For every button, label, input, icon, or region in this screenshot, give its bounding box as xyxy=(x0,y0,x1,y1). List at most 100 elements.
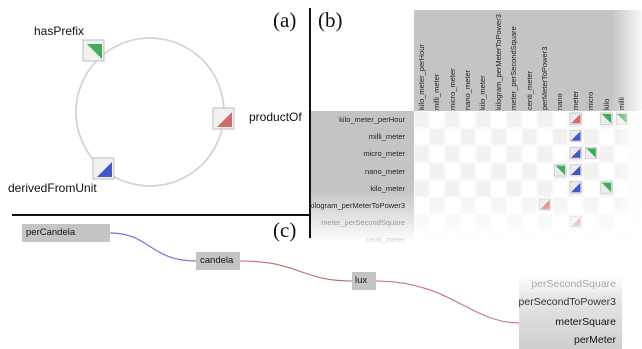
matrix-cell xyxy=(522,129,537,145)
matrix-cell xyxy=(476,129,490,145)
matrix-cell xyxy=(492,112,506,128)
matrix-cell xyxy=(522,146,537,162)
row-label: milli_meter xyxy=(368,132,405,142)
panel-a: hasPrefix productOf derivedFromUnit xyxy=(0,0,308,213)
relation-mark-hasprefix xyxy=(554,164,567,177)
column-label: meter_perSecondSquare xyxy=(509,26,519,110)
column-label: perMeterToPower3 xyxy=(539,46,549,110)
matrix-cell xyxy=(461,163,475,179)
column-label: milli_meter xyxy=(432,73,442,110)
row-label: micro_meter xyxy=(363,149,405,159)
matrix-cell xyxy=(522,163,537,179)
stack-item[interactable]: perSecondSquare xyxy=(531,278,616,290)
matrix-cell xyxy=(461,129,475,145)
horizontal-divider xyxy=(12,214,310,216)
panel-a-label: (a) xyxy=(273,8,297,32)
matrix-cell xyxy=(538,146,552,162)
matrix-cell xyxy=(507,163,521,179)
row-label: centi_meter xyxy=(365,235,405,245)
matrix-cell xyxy=(445,163,460,179)
matrix-cell xyxy=(538,112,552,128)
matrix-cell xyxy=(507,129,521,145)
result-stack: perSecondSquare perSecondToPower3 meterS… xyxy=(519,276,622,349)
matrix-cell xyxy=(445,129,460,145)
relation-mark-productof xyxy=(569,112,582,125)
column-label: kilo_meter xyxy=(478,75,488,110)
matrix-cell xyxy=(476,163,490,179)
column-label: nano xyxy=(555,93,565,110)
matrix-cell xyxy=(415,129,429,145)
column-label: kilo_meter_perHour xyxy=(416,44,426,110)
column-label: kilogram_perMeterToPower3 xyxy=(493,14,503,110)
panel-b: kilo_meter_perHour milli_meter micro_met… xyxy=(309,0,642,244)
matrix-cell xyxy=(507,112,521,128)
matrix-cell xyxy=(492,146,506,162)
matrix-cell xyxy=(476,146,490,162)
row-label: meter_perSecondSquare xyxy=(321,218,405,228)
vertical-divider xyxy=(309,8,311,238)
matrix-cell xyxy=(584,163,598,179)
bottom-fade xyxy=(311,190,642,240)
matrix-cell xyxy=(599,129,614,145)
matrix-cell xyxy=(445,146,460,162)
derivedfromunit-label: derivedFromUnit xyxy=(8,181,97,195)
right-fade xyxy=(611,10,642,240)
matrix-cell xyxy=(415,112,429,128)
stack-item[interactable]: perMeter xyxy=(573,334,616,346)
matrix-cell xyxy=(538,129,552,145)
matrix-cell xyxy=(445,112,460,128)
matrix-cell xyxy=(430,129,444,145)
matrix-cell xyxy=(430,112,444,128)
matrix-cell xyxy=(599,163,614,179)
hasprefix-label: hasPrefix xyxy=(34,24,85,38)
matrix-cell xyxy=(553,129,567,145)
matrix-cell xyxy=(522,112,537,128)
row-label: kilo_meter_perHour xyxy=(339,115,405,124)
matrix-cell xyxy=(415,163,429,179)
matrix-cell xyxy=(461,146,475,162)
matrix-cell xyxy=(476,112,490,128)
stack-item[interactable]: meterSquare xyxy=(555,316,616,328)
matrix-cell xyxy=(599,146,614,162)
stack-item[interactable]: perSecondToPower3 xyxy=(518,296,616,308)
matrix-cell xyxy=(553,112,567,128)
path-links xyxy=(109,232,521,324)
matrix-cell xyxy=(553,146,567,162)
column-labels: kilo_meter_perHour milli_meter micro_met… xyxy=(414,0,642,111)
matrix-cell xyxy=(415,146,429,162)
relation-mark-derivedfromunit xyxy=(569,129,582,142)
relation-circle-diagram xyxy=(75,37,235,187)
column-label: micro xyxy=(586,91,596,110)
derivedfromunit-glyph xyxy=(92,157,115,180)
matrix-cell xyxy=(492,163,506,179)
relation-mark-derivedfromunit xyxy=(569,147,582,160)
matrix-cell xyxy=(584,129,598,145)
column-label: centi_meter xyxy=(524,70,534,110)
matrix-cell xyxy=(507,146,521,162)
hasprefix-glyph xyxy=(82,39,105,62)
row-label: nano_meter xyxy=(364,166,405,176)
productof-glyph xyxy=(212,107,235,130)
column-header-background xyxy=(414,10,642,111)
chip-lux[interactable]: lux xyxy=(352,272,376,290)
column-label: micro_meter xyxy=(447,68,457,110)
panel-c: perCandela candela lux perSecondSquare p… xyxy=(0,216,642,349)
row-label: kilogram_perMeterToPower3 xyxy=(309,201,405,210)
column-label: meter xyxy=(570,90,580,110)
matrix-cell xyxy=(538,163,552,179)
matrix-cell xyxy=(430,163,444,179)
relation-mark-hasprefix xyxy=(600,112,613,125)
chip-percandela[interactable]: perCandela xyxy=(22,224,110,242)
panel-c-label: (c) xyxy=(273,218,297,242)
link-lux-stack xyxy=(375,280,521,324)
relation-mark-derivedfromunit xyxy=(569,164,582,177)
adjacency-matrix xyxy=(311,10,642,240)
row-labels: kilo_meter_perHour milli_meter micro_met… xyxy=(309,111,411,244)
matrix-cell xyxy=(492,129,506,145)
link-percandela-candela xyxy=(109,232,197,262)
matrix-cell xyxy=(461,112,475,128)
relation-mark-hasprefix xyxy=(585,147,598,160)
panel-b-label: (b) xyxy=(318,8,343,32)
matrix-cell xyxy=(584,112,598,128)
chip-candela[interactable]: candela xyxy=(196,252,240,270)
